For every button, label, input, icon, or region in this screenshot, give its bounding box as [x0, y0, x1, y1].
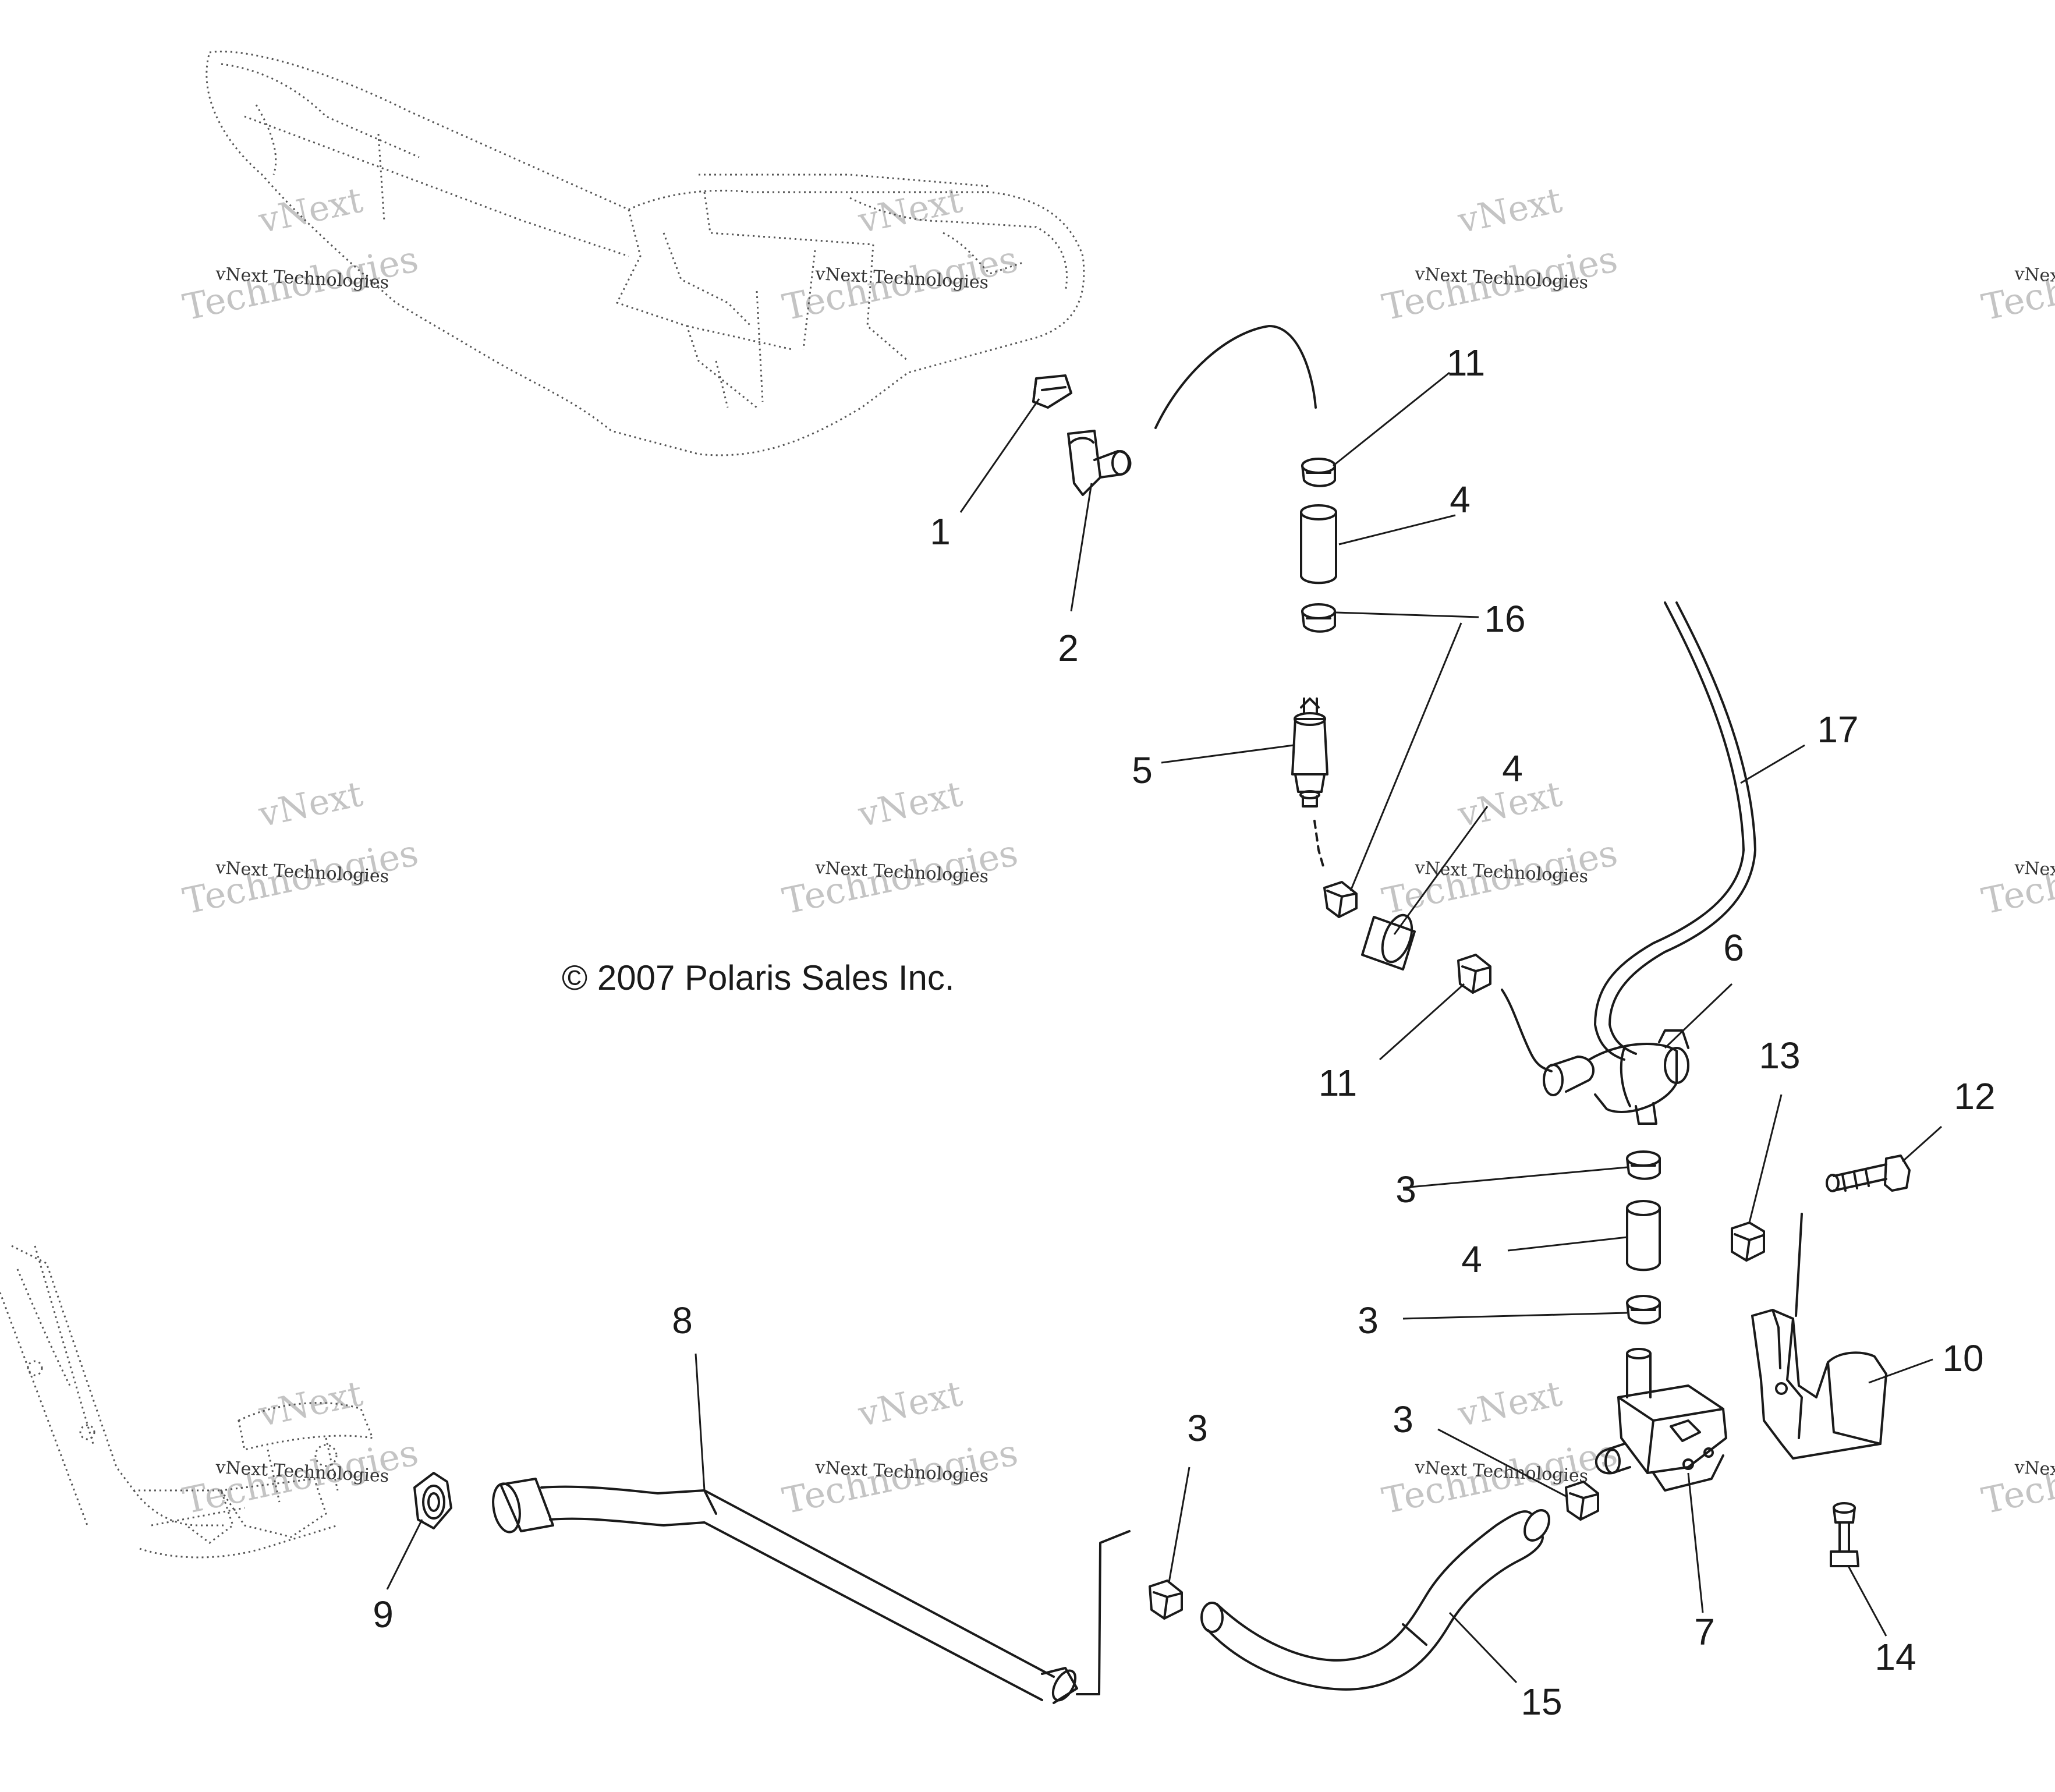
- callout-8: 8: [672, 1299, 693, 1341]
- part-11-hose-clamp-middle: [1457, 954, 1491, 994]
- callout-11: 11: [1447, 342, 1485, 384]
- callout-12: 12: [1954, 1075, 1995, 1117]
- part-13-nut: [1731, 1221, 1765, 1262]
- part-3-hose-clamp-a: [1626, 1150, 1661, 1180]
- callout-2: 2: [1058, 627, 1079, 669]
- part-3-hose-clamp-c: [1565, 1481, 1599, 1521]
- part-16-hose-clamp-lower: [1323, 881, 1358, 918]
- part-1-grommet: [1032, 374, 1072, 409]
- upper-vent-hose: [1154, 325, 1317, 429]
- parts-layer: [413, 325, 1911, 1704]
- callout-9: 9: [373, 1593, 394, 1635]
- part-4-hose-coupler-middle: [1361, 913, 1416, 971]
- watermark-text: vNext: [1454, 1373, 1565, 1435]
- part-4-hose-coupler-lower: [1626, 1200, 1661, 1272]
- watermark-text: vNext: [855, 180, 966, 242]
- airbox-ghost-outline: [206, 50, 1085, 456]
- callout-14: 14: [1875, 1636, 1916, 1678]
- callout-7: 7: [1694, 1611, 1715, 1653]
- callout-15: 15: [1521, 1681, 1562, 1723]
- callout-10: 10: [1942, 1337, 1983, 1379]
- hose-connector-line: [1076, 1530, 1131, 1695]
- part-9-nut: [413, 1472, 452, 1529]
- callout-3: 3: [1395, 1168, 1416, 1210]
- part-11-hose-clamp-top: [1301, 458, 1336, 487]
- watermark-text: vNext: [255, 1373, 366, 1435]
- callout-6: 6: [1723, 927, 1744, 969]
- callout-16: 16: [1484, 598, 1525, 640]
- callout-3: 3: [1393, 1398, 1413, 1440]
- callout-4: 4: [1502, 748, 1523, 789]
- part-8-air-pipe: [492, 1478, 1078, 1704]
- callout-17: 17: [1817, 709, 1858, 750]
- watermark-text: vNext: [255, 774, 366, 835]
- part-7-air-valve: [1595, 1348, 1727, 1492]
- part-15-bypass-hose: [1200, 1509, 1550, 1691]
- part-4-hose-coupler-top: [1300, 504, 1337, 585]
- part-14-bolt: [1830, 1502, 1859, 1567]
- callout-3: 3: [1358, 1299, 1379, 1341]
- callout-4: 4: [1450, 479, 1471, 520]
- callout-labels: 1 2 3 3 3 3 4 4 4 5 6 7 8 9 10 11 11 12 …: [373, 342, 1995, 1723]
- watermark-text: vNext: [255, 180, 366, 242]
- callout-1: 1: [930, 511, 951, 553]
- exhaust-ghost-outline: [0, 1245, 374, 1559]
- part-6-solenoid-valve: [1543, 1029, 1689, 1125]
- part-17-vacuum-hose: [1594, 601, 1756, 1061]
- filter-to-clamp-hose: [1313, 820, 1326, 872]
- part-2-elbow-fitting: [1067, 430, 1132, 496]
- leader-lines: [386, 371, 1943, 1684]
- callout-3: 3: [1187, 1407, 1208, 1449]
- part-3-hose-clamp-b: [1626, 1295, 1661, 1324]
- part-10-mounting-bracket: [1751, 1213, 1887, 1460]
- watermark-text: vNext: [855, 774, 966, 835]
- part-3-hose-clamp-d: [1149, 1579, 1183, 1620]
- watermark-text: vNext: [1454, 180, 1565, 242]
- callout-11: 11: [1319, 1062, 1357, 1104]
- watermark-text: vNext: [855, 1373, 966, 1435]
- callout-13: 13: [1759, 1035, 1800, 1076]
- valve-inlet-hose: [1501, 989, 1553, 1072]
- callout-5: 5: [1132, 749, 1153, 791]
- part-16-hose-clamp: [1301, 603, 1336, 633]
- part-12-bolt: [1826, 1154, 1911, 1192]
- part-5-inline-filter: [1291, 697, 1328, 808]
- callout-4: 4: [1461, 1238, 1482, 1280]
- copyright-notice: © 2007 Polaris Sales Inc.: [562, 958, 955, 997]
